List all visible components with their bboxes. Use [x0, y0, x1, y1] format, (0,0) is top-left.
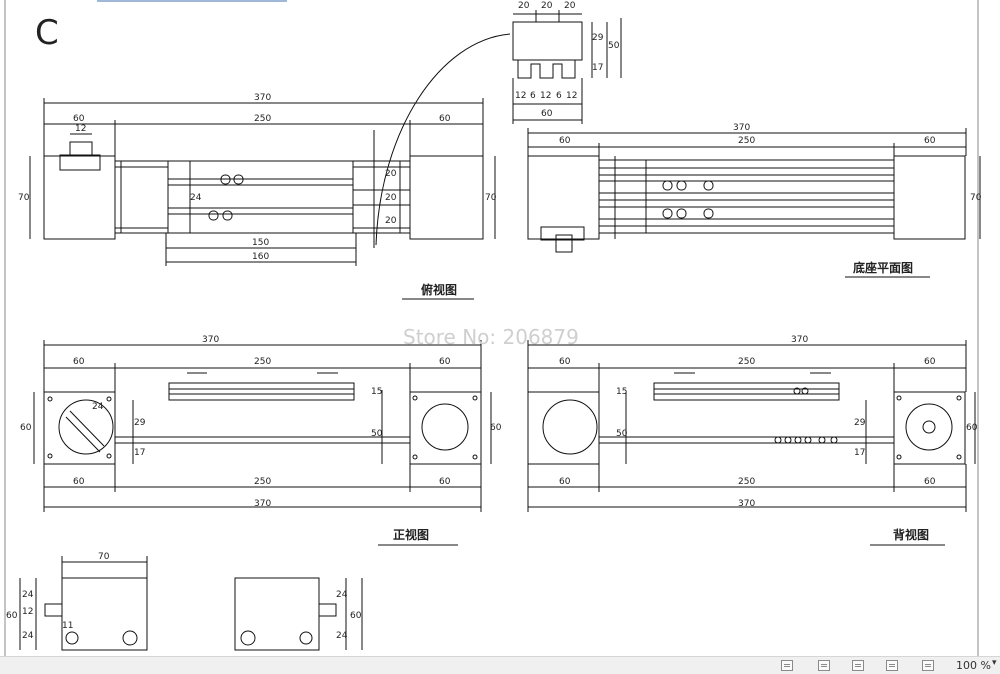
watermark: Store No: 206879 — [403, 325, 579, 349]
dim-label: 29 — [134, 418, 146, 428]
dim-label: 50 — [371, 429, 383, 439]
dim-label: 12 — [540, 91, 551, 101]
dim-label: 29 — [854, 418, 866, 428]
dim-label: 12 — [22, 607, 33, 617]
dim-label: 24 — [190, 193, 202, 203]
dim-label: 60 — [924, 477, 936, 487]
dim-label: 20 — [541, 1, 553, 11]
technical-drawing: C Store No: 206879 俯视图 底座平面图 正视图 背视图 370… — [4, 0, 982, 656]
dim-label: 60 — [439, 114, 451, 124]
dim-label: 11 — [62, 621, 73, 631]
continuous-page-icon[interactable] — [852, 660, 864, 671]
dim-label: 60 — [73, 114, 85, 124]
dim-label: 17 — [854, 448, 865, 458]
dim-label: 60 — [924, 357, 936, 367]
dim-label: 370 — [738, 499, 755, 509]
dim-label: 60 — [73, 477, 85, 487]
dim-label: 15 — [371, 387, 382, 397]
dim-label: 20 — [518, 1, 530, 11]
dim-label: 20 — [564, 1, 576, 11]
dim-label: 250 — [738, 477, 755, 487]
dim-label: 50 — [616, 429, 628, 439]
dim-label: 6 — [530, 91, 536, 101]
dim-label: 150 — [252, 238, 269, 248]
dim-label: 60 — [350, 611, 362, 621]
dim-label: 60 — [6, 611, 18, 621]
fit-page-icon[interactable] — [781, 660, 793, 671]
dim-label: 160 — [252, 252, 269, 262]
dim-label: 29 — [592, 33, 604, 43]
dim-label: 24 — [22, 590, 34, 600]
title-top-view: 俯视图 — [421, 282, 457, 297]
facing-page-icon[interactable] — [886, 660, 898, 671]
dim-label: 370 — [254, 93, 271, 103]
title-back-view: 背视图 — [893, 527, 929, 542]
dim-label: 60 — [20, 423, 32, 433]
dim-label: 17 — [134, 448, 145, 458]
dim-label: 24 — [336, 590, 348, 600]
dim-label: 60 — [439, 477, 451, 487]
dim-label: 60 — [924, 136, 936, 146]
dim-label: 50 — [608, 41, 620, 51]
dim-label: 12 — [566, 91, 577, 101]
dim-label: 12 — [75, 124, 86, 134]
dim-label: 370 — [733, 123, 750, 133]
dim-label: 250 — [254, 477, 271, 487]
zoom-level[interactable]: 100 % — [956, 659, 991, 672]
dim-label: 24 — [22, 631, 34, 641]
chevron-down-icon[interactable]: ▾ — [992, 658, 997, 668]
dim-label: 24 — [92, 402, 104, 412]
dim-label: 370 — [254, 499, 271, 509]
dim-label: 70 — [485, 193, 497, 203]
dim-label: 15 — [616, 387, 627, 397]
title-base-plan: 底座平面图 — [853, 260, 913, 275]
dim-label: 250 — [738, 357, 755, 367]
dim-label: 70 — [970, 193, 982, 203]
dim-label: 250 — [254, 114, 271, 124]
dim-label: 17 — [592, 63, 603, 73]
dim-label: 60 — [439, 357, 451, 367]
dim-label: 20 — [385, 169, 397, 179]
dim-label: 60 — [541, 109, 553, 119]
dim-label: 70 — [18, 193, 30, 203]
dim-label: 60 — [966, 423, 978, 433]
dim-label: 24 — [336, 631, 348, 641]
dim-label: 250 — [254, 357, 271, 367]
status-bar: 100 % ▾ — [0, 656, 1000, 674]
panel-letter: C — [35, 13, 59, 53]
dim-label: 70 — [98, 552, 110, 562]
dim-label: 250 — [738, 136, 755, 146]
dim-label: 60 — [490, 423, 502, 433]
dim-label: 60 — [559, 136, 571, 146]
dim-label: 370 — [791, 335, 808, 345]
single-page-icon[interactable] — [818, 660, 830, 671]
dim-label: 60 — [559, 477, 571, 487]
dim-label: 6 — [556, 91, 562, 101]
dim-label: 12 — [515, 91, 526, 101]
window-top-strip — [97, 0, 287, 2]
dim-label: 20 — [385, 193, 397, 203]
bulb-icon[interactable] — [922, 660, 934, 671]
dim-label: 60 — [73, 357, 85, 367]
dim-label: 370 — [202, 335, 219, 345]
dim-label: 60 — [559, 357, 571, 367]
dim-label: 20 — [385, 216, 397, 226]
title-front-view: 正视图 — [393, 527, 429, 542]
